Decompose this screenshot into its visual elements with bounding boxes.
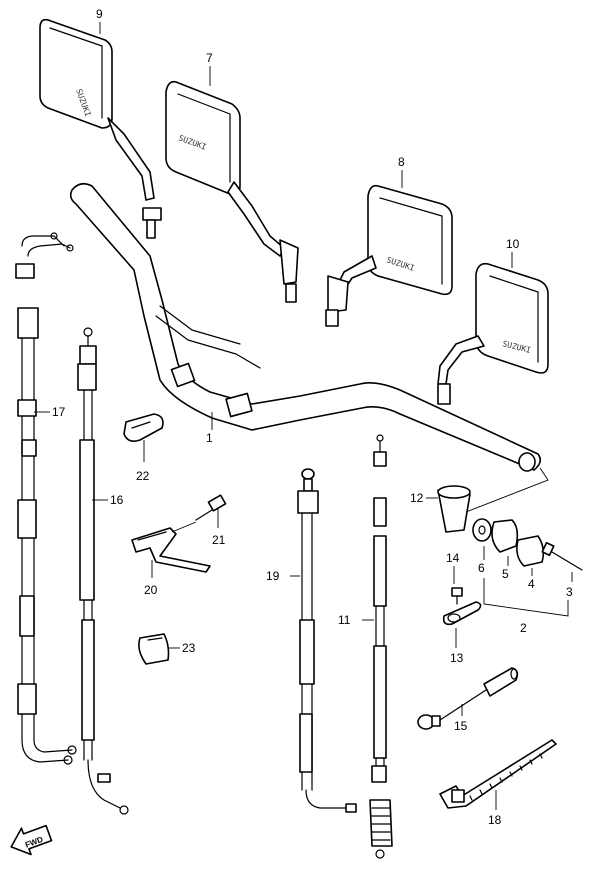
clutch-cable-19[interactable]: [297, 468, 357, 813]
handlebar-1[interactable]: [69, 182, 542, 472]
callout-4: 4: [528, 577, 535, 591]
screw-14[interactable]: [451, 587, 463, 605]
throttle-cable-16[interactable]: [77, 327, 129, 815]
callout-18: 18: [488, 813, 502, 827]
clamp-bracket-20[interactable]: [131, 527, 211, 573]
callout-23: 23: [182, 641, 196, 655]
bolt-21[interactable]: [171, 494, 227, 533]
callout-13: 13: [450, 651, 464, 665]
callout-11: 11: [338, 613, 351, 627]
callout-3: 3: [566, 585, 573, 599]
fwd-direction-arrow: FWD: [10, 824, 53, 856]
cable-11[interactable]: [369, 434, 393, 859]
callout-2: 2: [520, 621, 527, 635]
callout-12: 12: [410, 491, 424, 505]
callout-9: 9: [96, 7, 103, 21]
callout-16: 16: [110, 493, 124, 507]
throttle-cable-17[interactable]: [15, 232, 77, 765]
callout-15: 15: [454, 719, 468, 733]
callout-8: 8: [398, 155, 405, 169]
callout-17: 17: [52, 405, 66, 419]
balancer-weight-4[interactable]: [516, 535, 545, 567]
balancer-plate-13[interactable]: [442, 601, 482, 626]
clamp-band-18[interactable]: [439, 739, 557, 809]
callout-20: 20: [144, 583, 158, 597]
grip-end-12[interactable]: [437, 485, 471, 533]
callout-7: 7: [206, 51, 213, 65]
balancer-weight-5[interactable]: [491, 519, 519, 553]
callout-14: 14: [446, 551, 460, 565]
mirror-9[interactable]: SUZUKI: [39, 18, 162, 239]
mirror-8[interactable]: SUZUKI: [325, 184, 453, 327]
callout-6: 6: [478, 561, 485, 575]
screw-3[interactable]: [541, 541, 583, 571]
callout-1: 1: [206, 431, 213, 445]
mirror-10[interactable]: SUZUKI: [437, 262, 549, 405]
washer-6[interactable]: [472, 518, 492, 542]
callout-21: 21: [212, 533, 226, 547]
callout-10: 10: [506, 237, 520, 251]
mirror-7[interactable]: SUZUKI: [165, 80, 299, 303]
callout-22: 22: [136, 469, 150, 483]
callout-5: 5: [502, 567, 509, 581]
cable-clamp-22[interactable]: [123, 413, 164, 442]
callout-19: 19: [266, 569, 280, 583]
clamp-23[interactable]: [138, 633, 170, 665]
cable-15[interactable]: [417, 667, 519, 730]
